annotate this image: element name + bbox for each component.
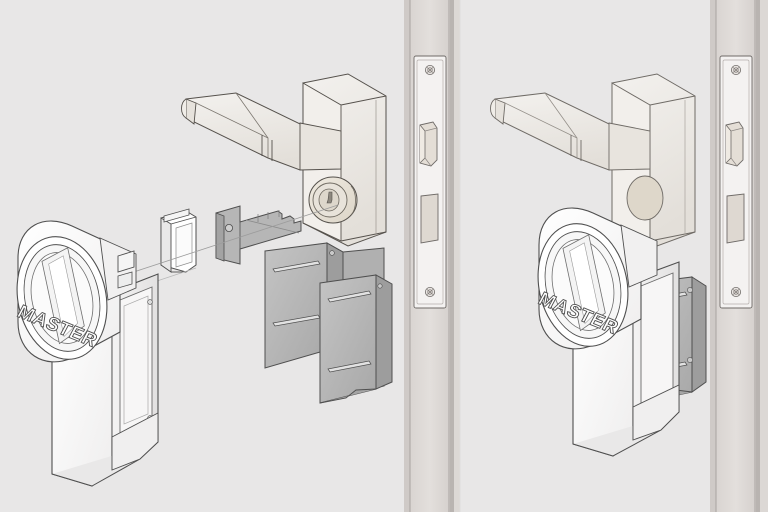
strike-screw-top [424, 65, 435, 76]
lever-handle-left [181, 73, 387, 247]
strike-plate-left [413, 55, 447, 309]
smart-lock-body-left: MASTER [13, 220, 159, 487]
door-jamb-right [710, 0, 768, 512]
strike-latch-lip [419, 121, 438, 167]
adapter-block [160, 208, 197, 273]
strike-bolt-hole [726, 193, 745, 244]
euro-cylinder-right [626, 175, 664, 221]
handle-lever [181, 92, 342, 171]
strike-latch-lip [725, 121, 744, 167]
strike-plate-right [719, 55, 753, 309]
door-jamb-left [404, 0, 460, 512]
lock-spigot [117, 250, 135, 289]
smart-lock-body-right: MASTER [534, 207, 680, 457]
euro-cylinder-left [308, 176, 358, 224]
strike-screw-bottom [424, 286, 435, 297]
key [215, 205, 302, 265]
strike-screw-bottom [731, 286, 742, 297]
handle-lever [490, 92, 651, 171]
strike-screw-top [731, 65, 742, 76]
strike-bolt-hole [420, 193, 439, 244]
lever-handle-right [490, 73, 696, 247]
mounting-plate-b [319, 274, 393, 404]
